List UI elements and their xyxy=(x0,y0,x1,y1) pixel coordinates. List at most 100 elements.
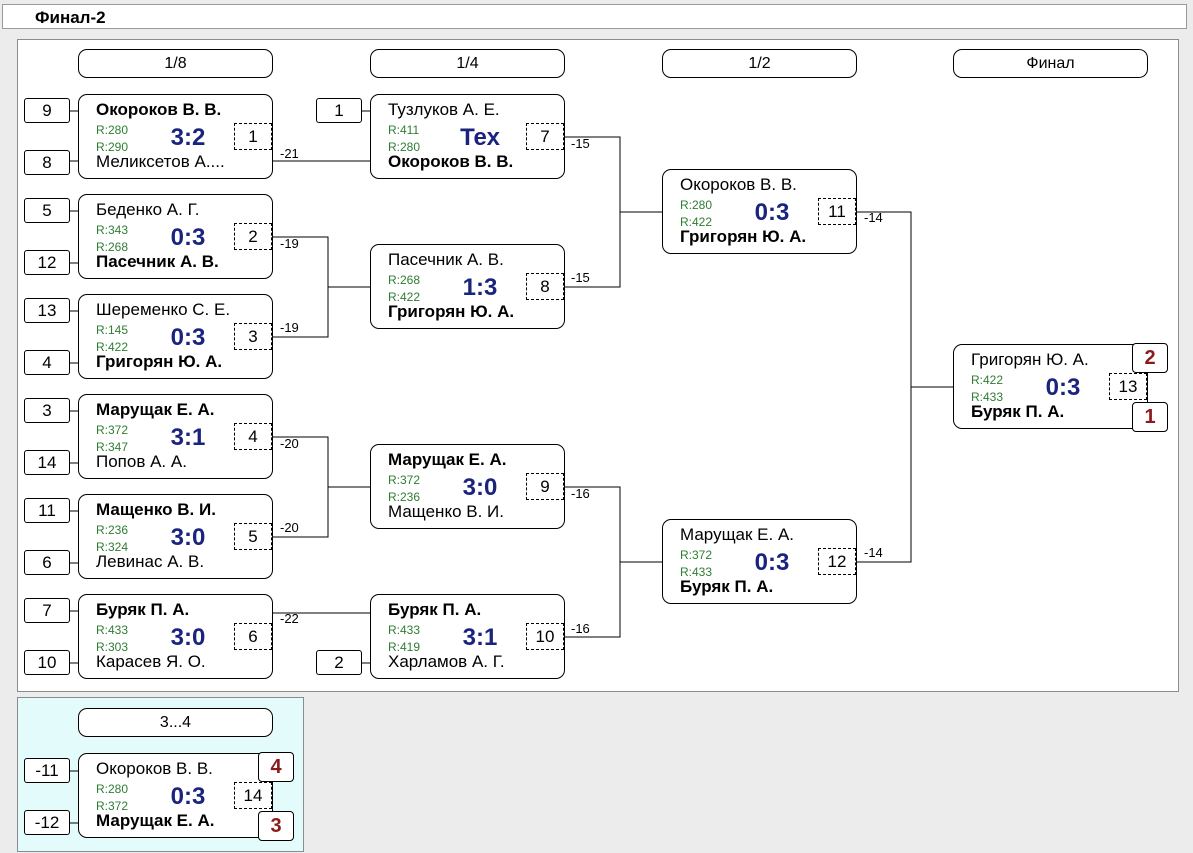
player-bottom: Меликсетов А.... xyxy=(96,152,225,171)
player-top: Марущак Е. А. xyxy=(96,400,215,419)
match-2[interactable]: Беденко А. Г. R:343 R:268 0:3 2 Пасечник… xyxy=(78,194,273,279)
player-top: Окороков В. В. xyxy=(96,100,222,119)
player-bottom: Григорян Ю. А. xyxy=(388,302,515,321)
player-top: Мащенко В. И. xyxy=(96,500,216,519)
rating-bottom: R:324 xyxy=(96,540,129,554)
match-12[interactable]: Марущак Е. А. R:372 R:433 0:3 12 Буряк П… xyxy=(662,519,857,604)
seed-box: 10 xyxy=(24,650,70,675)
match-3[interactable]: Шеременко С. Е. R:145 R:422 0:3 3 Григор… xyxy=(78,294,273,379)
player-top: Шеременко С. Е. xyxy=(96,300,231,319)
player-bottom: Попов А. А. xyxy=(96,452,187,471)
rating-top: R:268 xyxy=(388,273,421,287)
loser-label: -15 xyxy=(571,270,590,285)
match-8[interactable]: Пасечник А. В. R:268 R:422 1:3 8 Григоря… xyxy=(370,244,565,329)
round-header-final: Финал xyxy=(953,49,1148,78)
match-number: 9 xyxy=(526,473,564,500)
rating-bottom: R:236 xyxy=(388,490,421,504)
match-number: 11 xyxy=(818,198,856,225)
match-score: 3:1 xyxy=(462,624,498,651)
loser-label: -14 xyxy=(864,545,883,560)
loser-label: -16 xyxy=(571,621,590,636)
match-score: 1:3 xyxy=(462,274,498,301)
rating-bottom: R:422 xyxy=(388,290,421,304)
player-top: Тузлуков А. Е. xyxy=(388,100,500,119)
match-number: 10 xyxy=(526,623,564,650)
rating-top: R:372 xyxy=(388,473,421,487)
player-bottom: Марущак Е. А. xyxy=(96,811,215,830)
player-bottom: Левинас А. В. xyxy=(96,552,205,571)
match-1[interactable]: Окороков В. В. R:280 R:290 3:2 1 Меликсе… xyxy=(78,94,273,179)
match-5[interactable]: Мащенко В. И. R:236 R:324 3:0 5 Левинас … xyxy=(78,494,273,579)
match-score: 0:3 xyxy=(170,324,206,351)
player-top: Беденко А. Г. xyxy=(96,200,200,219)
match-10[interactable]: Буряк П. А. R:433 R:419 3:1 10 Харламов … xyxy=(370,594,565,679)
player-top: Пасечник А. В. xyxy=(388,250,504,269)
rating-top: R:145 xyxy=(96,323,129,337)
match-6[interactable]: Буряк П. А. R:433 R:303 3:0 6 Карасев Я.… xyxy=(78,594,273,679)
player-bottom: Буряк П. А. xyxy=(971,402,1065,421)
match-11[interactable]: Окороков В. В. R:280 R:422 0:3 11 Григор… xyxy=(662,169,857,254)
match-7[interactable]: Тузлуков А. Е. R:411 R:280 Тех 7 Окороко… xyxy=(370,94,565,179)
seed-box: 12 xyxy=(24,250,70,275)
match-score: 3:1 xyxy=(170,424,206,451)
seed-box: 11 xyxy=(24,498,70,523)
rating-bottom: R:419 xyxy=(388,640,421,654)
match-score: 3:0 xyxy=(462,474,498,501)
loser-label: -16 xyxy=(571,486,590,501)
seed-box: 9 xyxy=(24,98,70,123)
rating-top: R:372 xyxy=(680,548,713,562)
match-number: 5 xyxy=(234,523,272,550)
match-13-final[interactable]: Григорян Ю. А. R:422 R:433 0:3 13 Буряк … xyxy=(953,344,1148,429)
player-bottom: Григорян Ю. А. xyxy=(96,352,223,371)
loser-label: -15 xyxy=(571,136,590,151)
match-4[interactable]: Марущак Е. А. R:372 R:347 3:1 4 Попов А.… xyxy=(78,394,273,479)
rating-top: R:372 xyxy=(96,423,129,437)
player-bottom: Мащенко В. И. xyxy=(388,502,504,521)
seed-box: -12 xyxy=(24,810,70,835)
rating-bottom: R:268 xyxy=(96,240,129,254)
rating-top: R:343 xyxy=(96,223,129,237)
match-score: Тех xyxy=(460,124,500,151)
rating-bottom: R:347 xyxy=(96,440,129,454)
match-14-third-place[interactable]: Окороков В. В. R:280 R:372 0:3 14 Маруща… xyxy=(78,753,273,838)
match-score: 0:3 xyxy=(170,783,206,810)
round-header-1-4: 1/4 xyxy=(370,49,565,78)
rating-top: R:433 xyxy=(388,623,421,637)
player-bottom: Буряк П. А. xyxy=(680,577,774,596)
rating-bottom: R:433 xyxy=(680,565,713,579)
player-bottom: Окороков В. В. xyxy=(388,152,514,171)
round-header-third-place: 3...4 xyxy=(78,708,273,737)
seed-box: 7 xyxy=(24,598,70,623)
seed-box: -11 xyxy=(24,758,70,783)
player-top: Окороков В. В. xyxy=(680,175,797,194)
title-bar: Финал-2 xyxy=(2,4,1187,29)
match-number: 13 xyxy=(1109,373,1147,400)
match-number: 1 xyxy=(234,123,272,150)
rating-top: R:422 xyxy=(971,373,1004,387)
match-9[interactable]: Марущак Е. А. R:372 R:236 3:0 9 Мащенко … xyxy=(370,444,565,529)
rating-bottom: R:433 xyxy=(971,390,1004,404)
loser-label: -19 xyxy=(280,236,299,251)
match-number: 7 xyxy=(526,123,564,150)
rating-top: R:280 xyxy=(680,198,713,212)
rating-top: R:433 xyxy=(96,623,129,637)
rating-bottom: R:280 xyxy=(388,140,421,154)
rating-top: R:411 xyxy=(388,123,420,137)
player-top: Буряк П. А. xyxy=(96,600,190,619)
match-score: 3:2 xyxy=(170,124,206,151)
player-bottom: Харламов А. Г. xyxy=(388,652,505,671)
rating-top: R:280 xyxy=(96,123,129,137)
seed-box: 3 xyxy=(24,398,70,423)
place-badge: 4 xyxy=(258,752,294,782)
match-score: 3:0 xyxy=(170,624,206,651)
player-bottom: Григорян Ю. А. xyxy=(680,227,807,246)
loser-label: -21 xyxy=(280,146,299,161)
rating-bottom: R:303 xyxy=(96,640,129,654)
rating-top: R:280 xyxy=(96,782,129,796)
seed-box: 2 xyxy=(316,650,362,675)
loser-label: -20 xyxy=(280,436,299,451)
player-top: Григорян Ю. А. xyxy=(971,350,1089,369)
match-number: 3 xyxy=(234,323,272,350)
match-number: 6 xyxy=(234,623,272,650)
